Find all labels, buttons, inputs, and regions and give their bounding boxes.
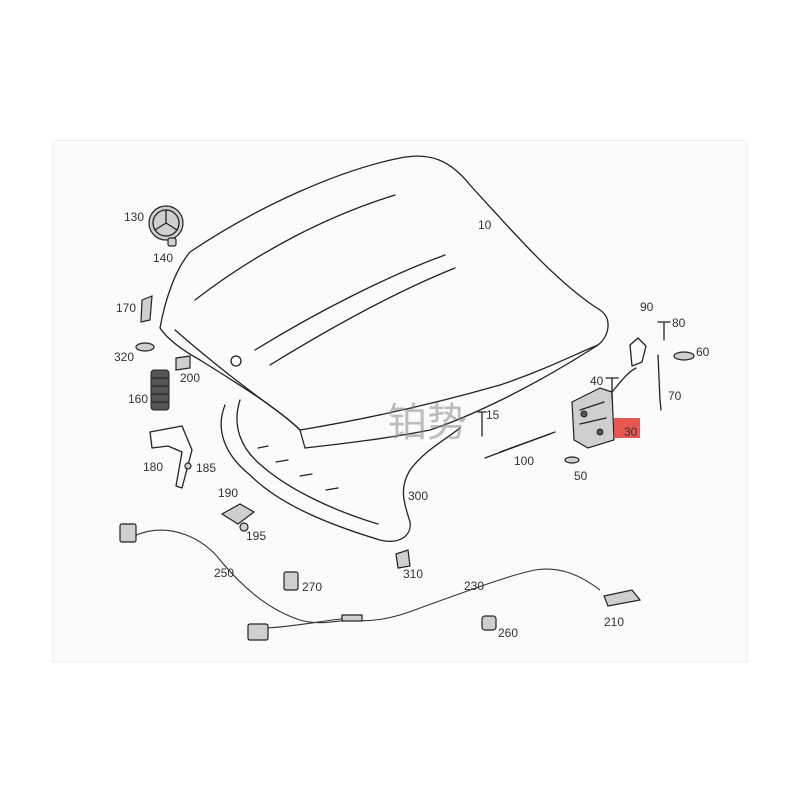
spring-stop-part (150, 369, 170, 411)
callout-label-40: 40 (590, 374, 604, 388)
callout-label-30: 30 (624, 425, 638, 439)
callout-label-195: 195 (246, 529, 266, 543)
callout-label-190: 190 (218, 486, 238, 500)
callout-label-185: 185 (196, 461, 216, 475)
callout-label-15: 15 (486, 408, 500, 422)
callout-label-140: 140 (153, 251, 173, 265)
strut-bolt-part (657, 321, 671, 341)
callout-label-300: 300 (408, 489, 428, 503)
callout-label-170: 170 (116, 301, 136, 315)
callout-label-130: 130 (124, 210, 144, 224)
retaining-clip-part (395, 549, 411, 569)
callout-highlight (614, 418, 640, 438)
latch-washer-part (564, 456, 580, 464)
cable-connector-part (283, 571, 299, 591)
hood-bracket-part (140, 295, 153, 323)
release-handle-part (119, 523, 137, 543)
release-cable-part (133, 529, 601, 629)
callout-label-180: 180 (143, 460, 163, 474)
callout-label-320: 320 (114, 350, 134, 364)
latch-sensor-part (629, 337, 647, 367)
mount-bracket-part (149, 425, 193, 489)
bump-stop-part (175, 355, 191, 371)
sealing-strip-part (220, 404, 461, 542)
strut-washer-part (673, 351, 695, 361)
gas-strut-part (484, 431, 556, 459)
callout-label-230: 230 (464, 579, 484, 593)
callout-label-100: 100 (514, 454, 534, 468)
screw-part (477, 411, 487, 437)
callout-label-50: 50 (574, 469, 588, 483)
watermark-text: 铂势 (387, 400, 467, 446)
release-lever-part (247, 623, 269, 641)
callout-label-250: 250 (214, 566, 234, 580)
hood-latch-part (571, 367, 637, 449)
insulator-mount-part (220, 503, 256, 525)
callout-label-260: 260 (498, 626, 518, 640)
callout-label-310: 310 (403, 567, 423, 581)
callout-label-10: 10 (478, 218, 492, 232)
callout-label-200: 200 (180, 371, 200, 385)
callout-label-210: 210 (604, 615, 624, 629)
callout-label-60: 60 (696, 345, 710, 359)
callout-label-160: 160 (128, 392, 148, 406)
hood-panel (159, 155, 609, 449)
prop-rod-part (657, 354, 662, 411)
rubber-stop-part (135, 342, 155, 352)
callout-label-270: 270 (302, 580, 322, 594)
sealing-strip-inner (236, 399, 379, 525)
callout-label-90: 90 (640, 300, 654, 314)
latch-bolt-part (605, 377, 619, 399)
callout-label-70: 70 (668, 389, 682, 403)
star-emblem-part (148, 205, 184, 241)
emblem-clip-part (167, 237, 177, 247)
release-pull-part (603, 589, 642, 607)
callout-label-80: 80 (672, 316, 686, 330)
cable-clip-part (481, 615, 497, 631)
